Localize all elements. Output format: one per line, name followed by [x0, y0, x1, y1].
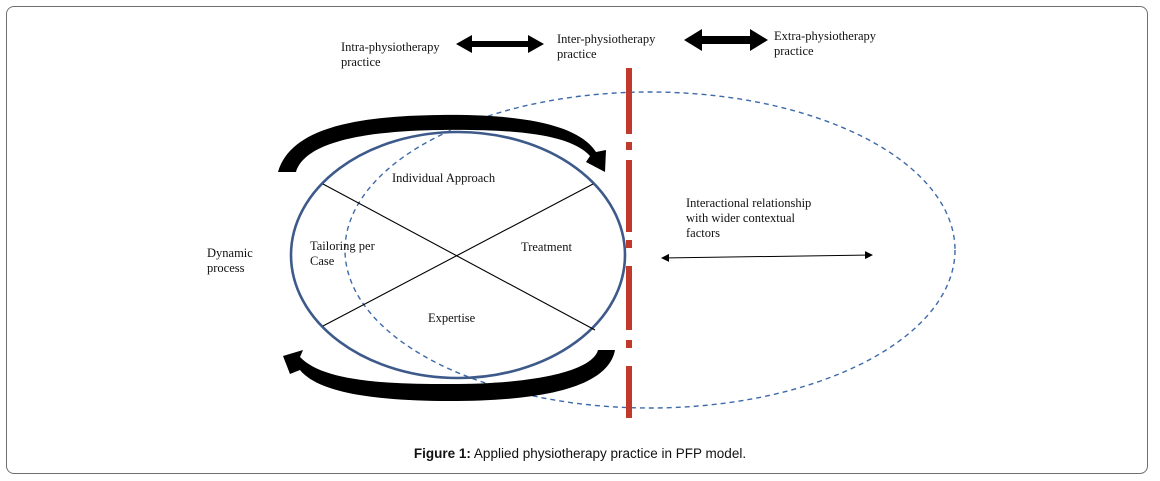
diagonal-line-2 [322, 183, 594, 327]
treatment-label: Treatment [521, 240, 572, 254]
figure-caption-prefix: Figure 1: [413, 446, 471, 461]
practice-divider-line [626, 68, 632, 418]
top-curved-arrow [278, 114, 606, 172]
dynamic-process-label: Dynamic process [207, 246, 253, 275]
inter-physiotherapy-label: Inter-physiotherapy practice [557, 32, 656, 61]
expertise-label: Expertise [428, 311, 476, 325]
intra-inter-double-arrow [456, 35, 544, 53]
individual-approach-label: Individual Approach [392, 171, 496, 185]
figure-caption: Figure 1: Applied physiotherapy practice… [0, 446, 1160, 461]
interactional-double-arrow [661, 251, 873, 262]
inter-extra-double-arrow [684, 29, 768, 51]
practice-circle [289, 130, 627, 380]
diagonal-line-1 [322, 183, 596, 331]
bottom-curved-arrow [283, 350, 615, 402]
figure-caption-text: Applied physiotherapy practice in PFP mo… [470, 446, 747, 461]
tailoring-per-case-label: Tailoring per Case [310, 239, 375, 268]
contextual-factors-ellipse [344, 91, 956, 409]
interactional-relationship-label: Interactional relationship with wider co… [686, 196, 812, 240]
figure-frame [6, 6, 1148, 474]
extra-physiotherapy-label: Extra-physiotherapy practice [774, 29, 877, 58]
intra-physiotherapy-label: Intra-physiotherapy practice [341, 40, 440, 69]
